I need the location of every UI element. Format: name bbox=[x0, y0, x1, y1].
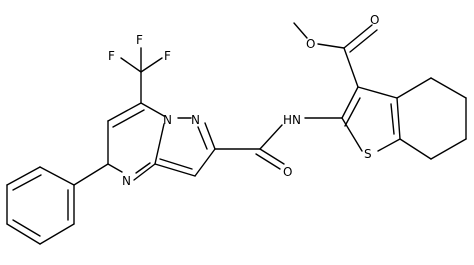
atom-label-f-right: F bbox=[164, 49, 171, 63]
atom-label-o-ester-ether: O bbox=[306, 37, 315, 51]
atom-label-n-pyrazole: N bbox=[191, 113, 200, 127]
atom-label-s-thiophene: S bbox=[364, 147, 372, 161]
atom-label-n-bridge: N bbox=[163, 113, 172, 127]
pyrazole-ring bbox=[154, 117, 216, 177]
atom-label-nh-amide: HN bbox=[283, 113, 301, 127]
trifluoromethyl-group bbox=[120, 47, 163, 104]
phenyl-ring bbox=[6, 163, 109, 245]
methyl-ester-group bbox=[293, 22, 378, 88]
atom-label-f-left: F bbox=[108, 49, 115, 63]
amide-group bbox=[214, 124, 285, 170]
atom-label-o-amide: O bbox=[283, 165, 292, 179]
pyrimidine-ring bbox=[107, 102, 165, 181]
atom-label-f-top: F bbox=[136, 33, 143, 47]
atom-label-n-pyrimidine: N bbox=[122, 174, 131, 188]
atom-label-o-ester-carbonyl: O bbox=[370, 13, 379, 27]
tetrahydrobenzothiophene bbox=[304, 77, 467, 160]
